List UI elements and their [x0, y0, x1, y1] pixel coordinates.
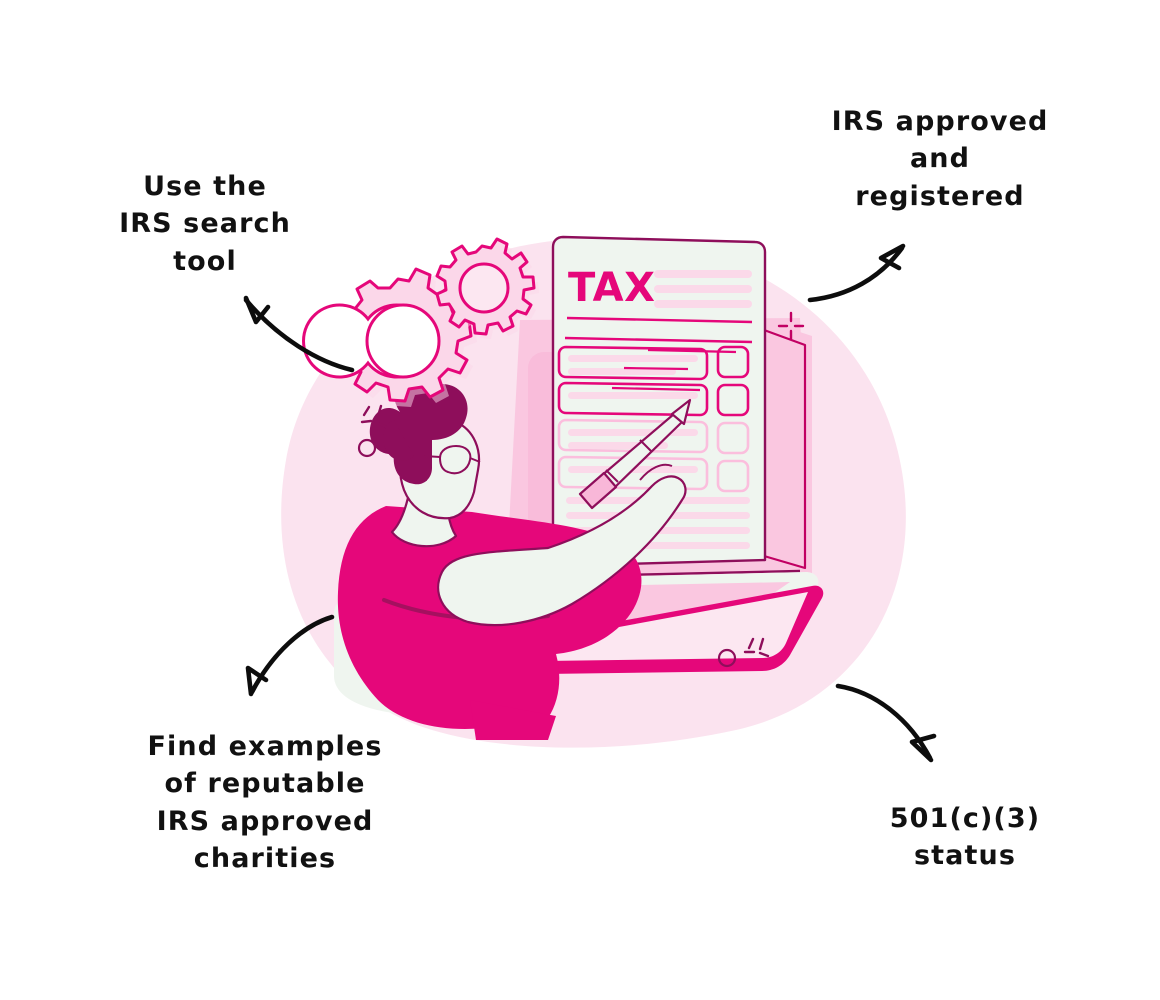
checkbox-list	[716, 345, 750, 493]
gear-small	[435, 237, 539, 339]
checkbox-2	[716, 383, 750, 417]
checkbox-1	[716, 345, 750, 379]
pen	[578, 398, 692, 510]
arrow-to-search-tool	[243, 295, 355, 373]
document-heading-tax: TAX	[568, 265, 655, 311]
small-circle-right	[717, 648, 737, 668]
arrow-to-reputable-charities	[245, 614, 335, 697]
callout-reputable-charities: Find examples of reputable IRS approved …	[147, 731, 383, 874]
sparkle-star-left	[360, 404, 388, 429]
document-form-rows	[557, 345, 709, 491]
eyeglasses	[423, 444, 481, 475]
callout-501c3-status: 501(c)(3) status	[889, 803, 1041, 872]
callout-irs-approved-registered: IRS approved and registered	[831, 106, 1049, 212]
woman-seated	[337, 370, 687, 740]
checkbox-4	[716, 459, 750, 493]
arrow-to-approved-registered	[807, 243, 906, 303]
arrow-to-501c3-status	[835, 683, 937, 763]
checkbox-3	[716, 421, 750, 455]
small-circle-left	[357, 438, 377, 458]
gear-large	[302, 267, 477, 407]
sparkle-star-right	[743, 637, 770, 658]
document-header-lines	[654, 270, 752, 308]
sparkle-cross	[777, 311, 805, 341]
callout-irs-search-tool: Use the IRS search tool	[119, 171, 291, 277]
